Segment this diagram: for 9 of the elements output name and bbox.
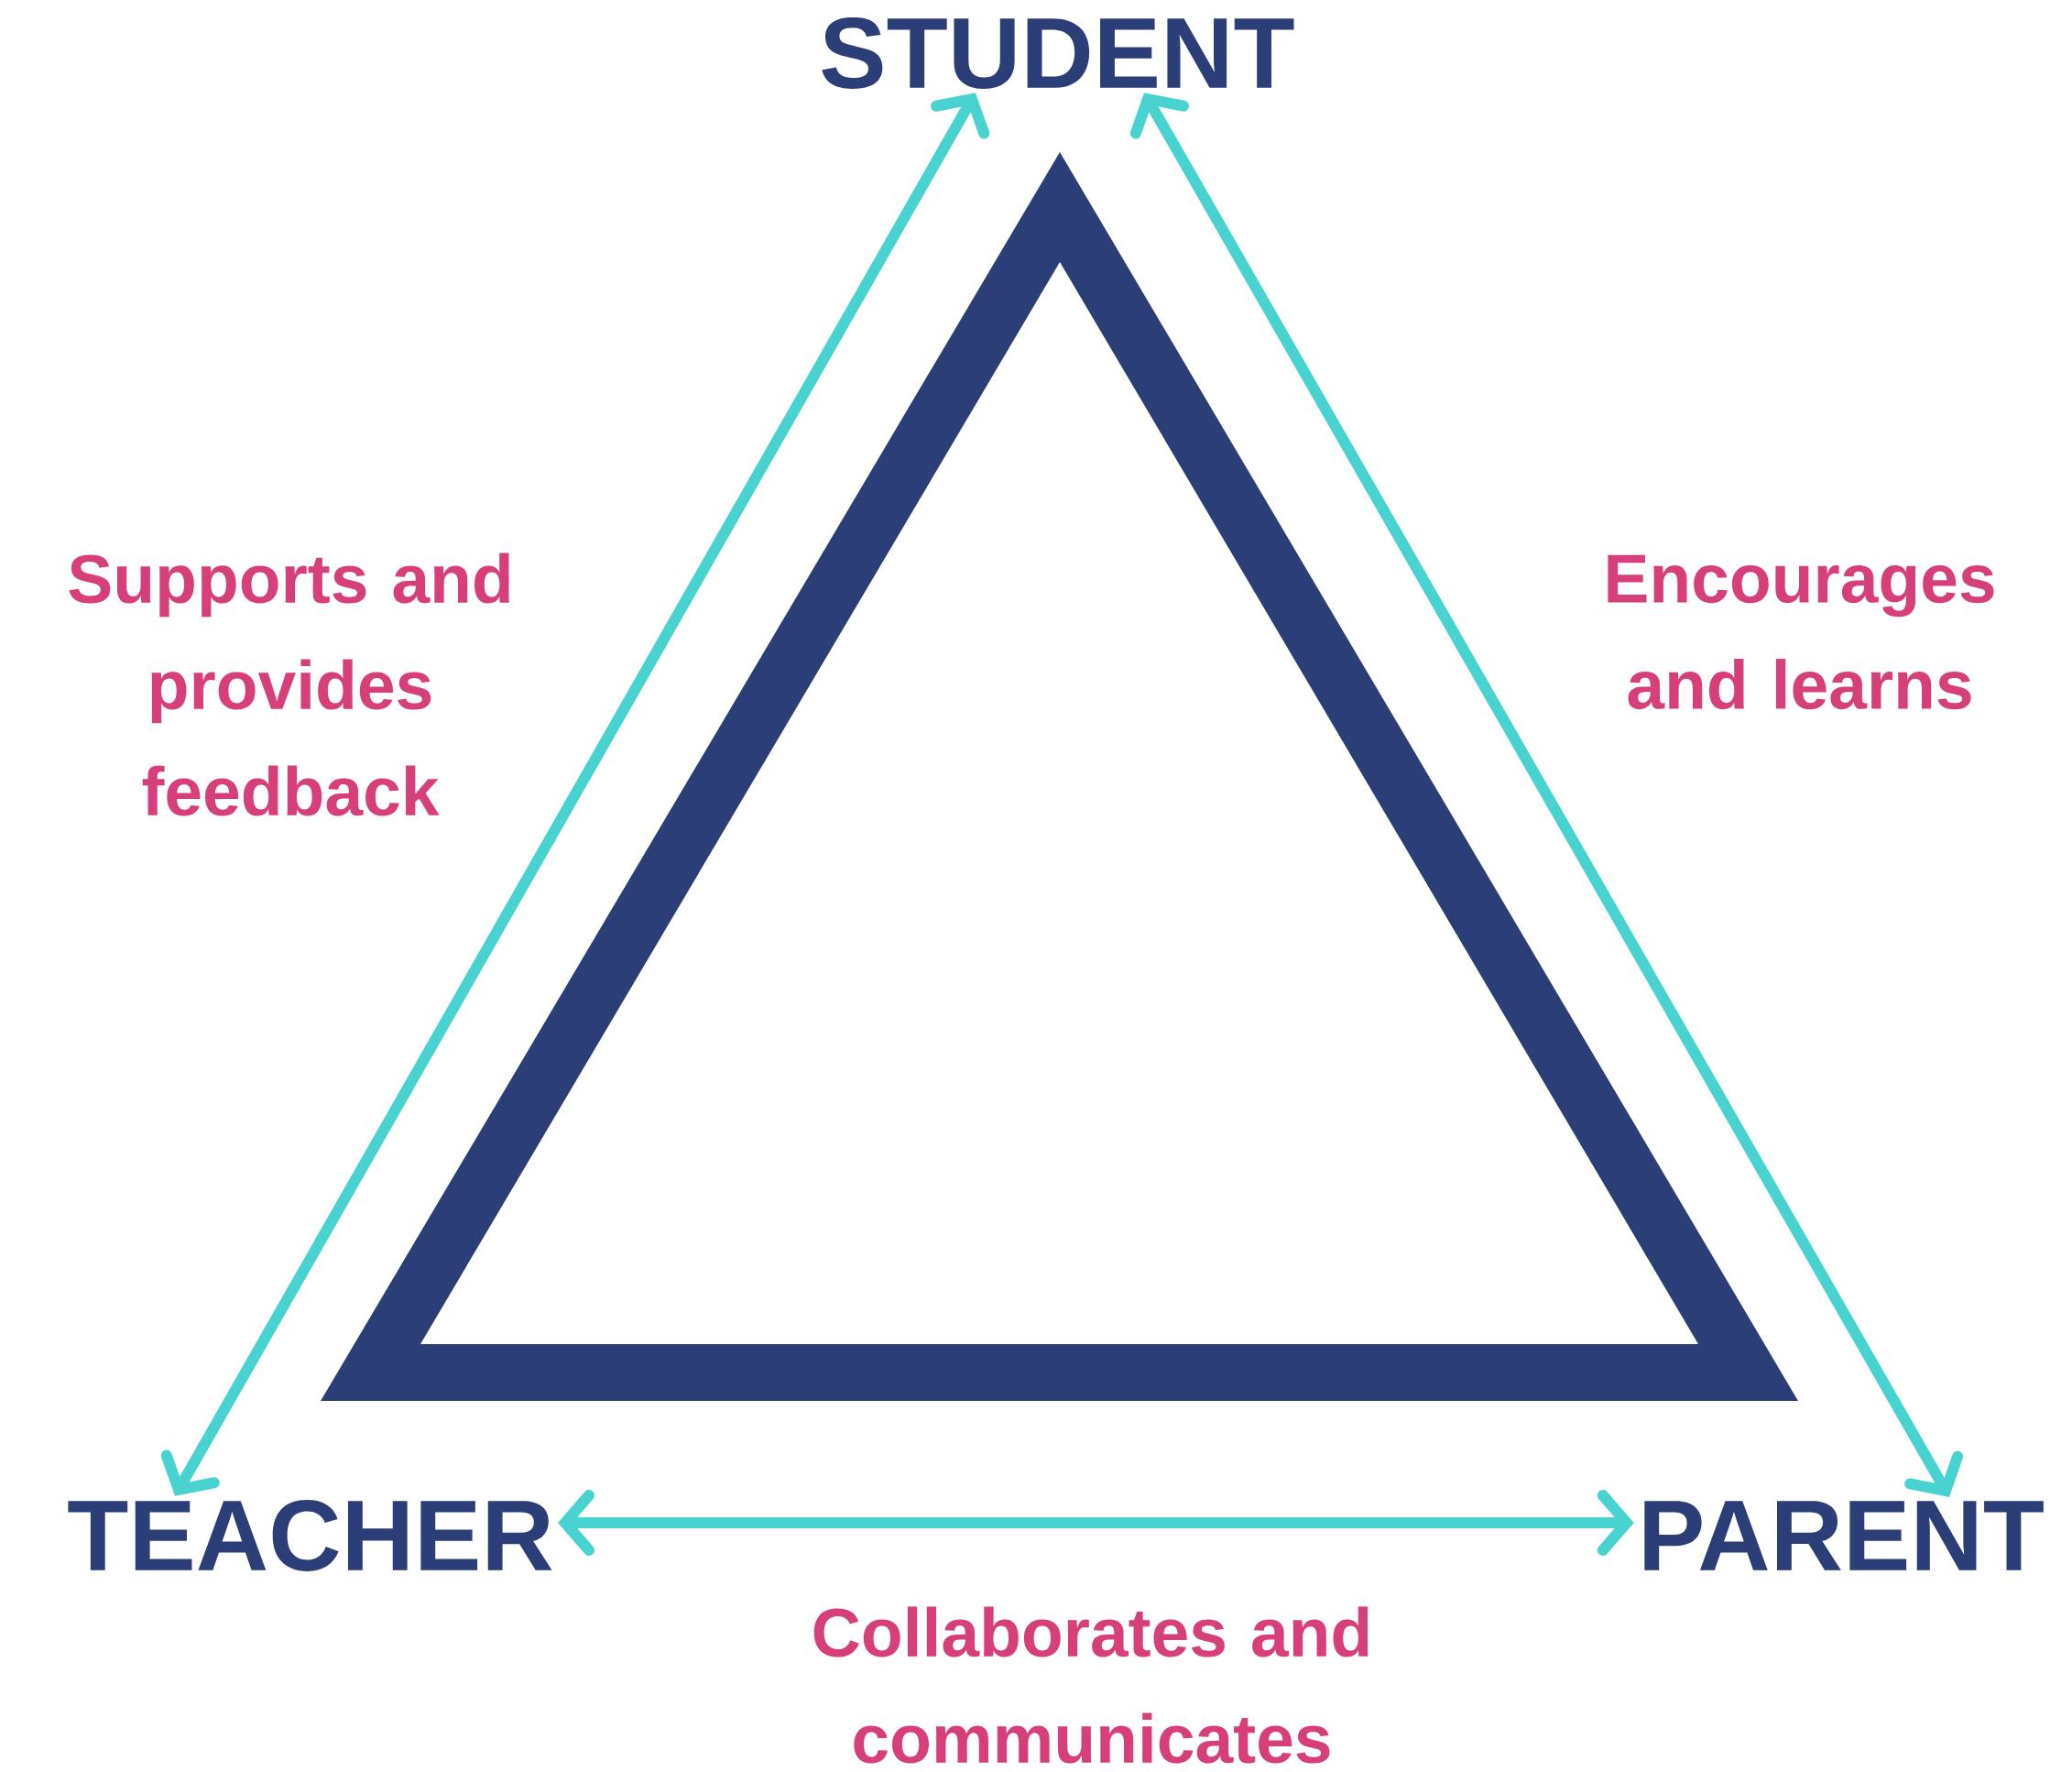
role-label: STUDENT bbox=[822, 17, 1294, 89]
double-arrow bbox=[1129, 93, 1964, 1497]
edge-label: Encourages and learns bbox=[1608, 554, 1994, 710]
double-arrow bbox=[160, 93, 990, 1496]
role-label: TEACHER bbox=[68, 1500, 552, 1571]
edge-label: Collaborates and communicates bbox=[813, 1606, 1369, 1764]
double-arrow bbox=[558, 1490, 1634, 1556]
edge-label: Supports and provides feedback bbox=[69, 552, 509, 816]
role-label: PARENT bbox=[1644, 1501, 2044, 1570]
